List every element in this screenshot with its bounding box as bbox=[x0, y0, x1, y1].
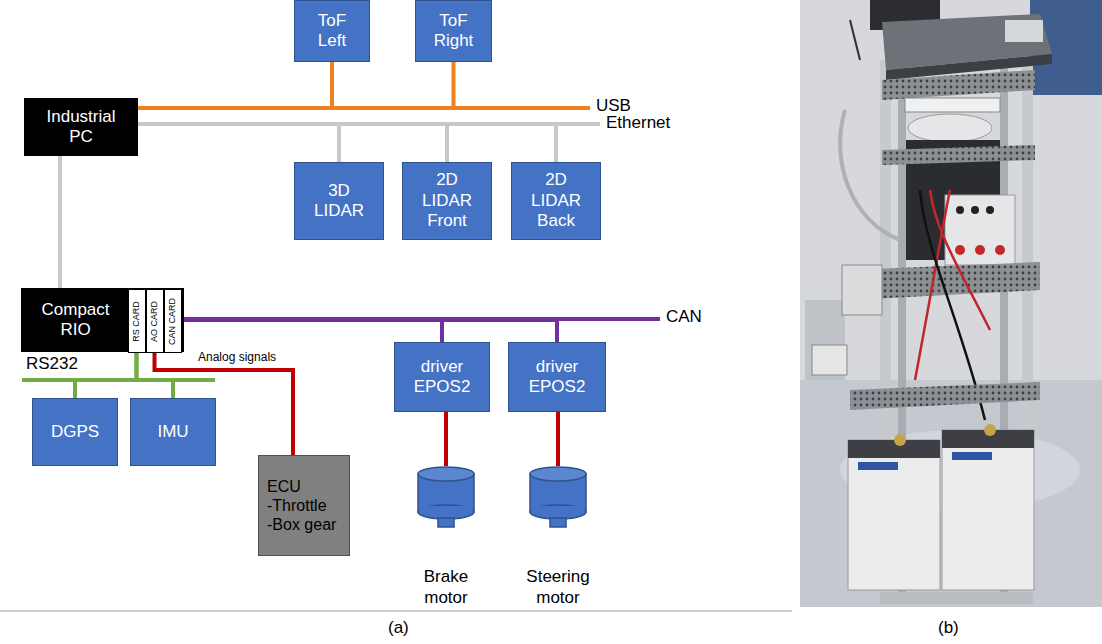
sensor-box: DGPS bbox=[32, 398, 118, 466]
panel-letter: (b) bbox=[938, 618, 959, 638]
motor-cylinder bbox=[410, 466, 482, 530]
sensor-box: 3D LIDAR bbox=[294, 162, 384, 240]
ecu-box: ECU-Throttle-Box gear bbox=[258, 455, 350, 556]
sensor-box: ToF Right bbox=[415, 0, 492, 62]
node-text: 3D LIDAR bbox=[314, 181, 364, 222]
panel-letter: (a) bbox=[388, 618, 409, 638]
node-text: 2D LIDAR Front bbox=[422, 170, 472, 231]
node-text: RS CARD bbox=[131, 301, 142, 342]
sensor-box: IMU bbox=[130, 398, 216, 466]
bus-label: RS232 bbox=[26, 354, 78, 374]
bus-connector bbox=[138, 62, 332, 108]
node-text: Steering motor bbox=[526, 567, 589, 608]
bus-connector bbox=[182, 320, 558, 342]
bus-label: CAN bbox=[666, 307, 702, 327]
bus-label: Analog signals bbox=[198, 350, 276, 364]
bus-connector bbox=[556, 412, 560, 466]
motor-cylinder bbox=[522, 466, 594, 530]
bus-connector bbox=[58, 156, 62, 288]
sensor-box: 2D LIDAR Back bbox=[511, 162, 601, 240]
bus-connector bbox=[138, 124, 447, 162]
separator-line bbox=[0, 611, 792, 612]
node-text: AO CARD bbox=[149, 300, 160, 341]
bus-connector bbox=[182, 320, 443, 342]
bus-connector bbox=[75, 353, 137, 398]
node-text: DGPS bbox=[51, 422, 99, 442]
motor-symbol: Steering motor bbox=[522, 466, 594, 608]
node-text: Industrial PC bbox=[47, 107, 116, 148]
bus-label: Ethernet bbox=[606, 113, 670, 133]
driver-box: driver EPOS2 bbox=[394, 342, 490, 412]
bus-connector bbox=[138, 124, 339, 162]
motor-symbol: Brake motor bbox=[410, 466, 482, 608]
node-text: ECU bbox=[267, 477, 301, 496]
node-text: -Box gear bbox=[267, 515, 336, 534]
computer-box: Industrial PC bbox=[24, 98, 138, 156]
sensor-box: 2D LIDAR Front bbox=[402, 162, 492, 240]
node-text: driver EPOS2 bbox=[529, 357, 586, 398]
sensor-box: ToF Left bbox=[294, 0, 370, 62]
node-text: ToF Right bbox=[434, 11, 474, 52]
node-text: 2D LIDAR Back bbox=[531, 170, 581, 231]
bus-connector bbox=[138, 62, 454, 108]
node-text: Compact RIO bbox=[42, 300, 110, 341]
node-text: driver EPOS2 bbox=[414, 357, 471, 398]
io-card: CAN CARD bbox=[164, 289, 182, 353]
io-card: AO CARD bbox=[146, 289, 164, 353]
node-text: -Throttle bbox=[267, 496, 327, 515]
node-text: ToF Left bbox=[318, 11, 346, 52]
node-text: CAN CARD bbox=[167, 297, 178, 344]
driver-box: driver EPOS2 bbox=[508, 342, 606, 412]
node-text: Brake motor bbox=[424, 567, 468, 608]
bus-connector bbox=[444, 412, 448, 466]
controller-box: Compact RIO RS CARD AO CARD CAN CARD bbox=[21, 288, 184, 352]
io-card: RS CARD bbox=[128, 289, 146, 353]
node-text: IMU bbox=[157, 422, 188, 442]
bus-connector bbox=[138, 124, 556, 162]
